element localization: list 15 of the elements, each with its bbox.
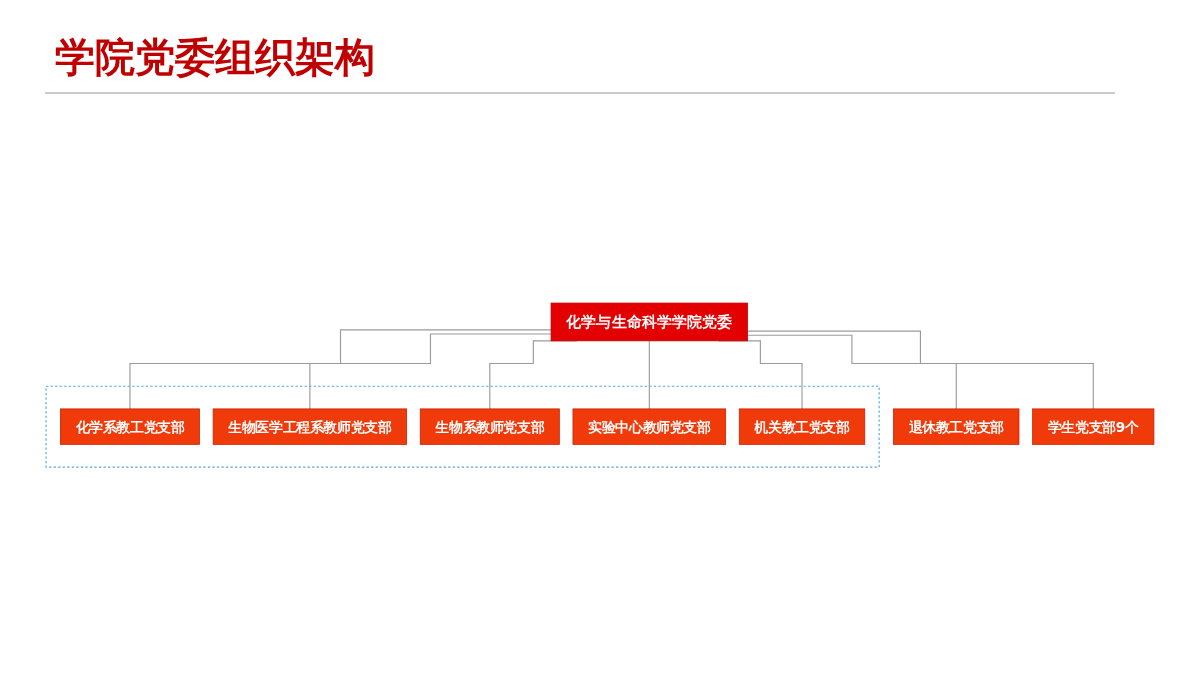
node-box: 退休教工党支部 xyxy=(893,408,1020,445)
node-box: 化学系教工党支部 xyxy=(60,408,200,445)
connector xyxy=(747,330,1094,410)
node-box: 化学与生命科学学院党委 xyxy=(550,302,748,342)
connector xyxy=(648,340,650,410)
node-box: 生物医学工程系教师党支部 xyxy=(212,408,408,445)
node-box: 生物系教师党支部 xyxy=(419,408,560,445)
node-box: 机关教工党支部 xyxy=(738,408,866,445)
connector xyxy=(747,334,957,410)
node-box: 实验中心教师党支部 xyxy=(572,408,727,445)
slide-title: 学院党委组织架构 xyxy=(55,33,375,82)
cluster xyxy=(45,385,880,468)
connector xyxy=(129,329,552,410)
connector xyxy=(309,333,552,410)
node-box: 学生党支部9个 xyxy=(1032,408,1155,445)
